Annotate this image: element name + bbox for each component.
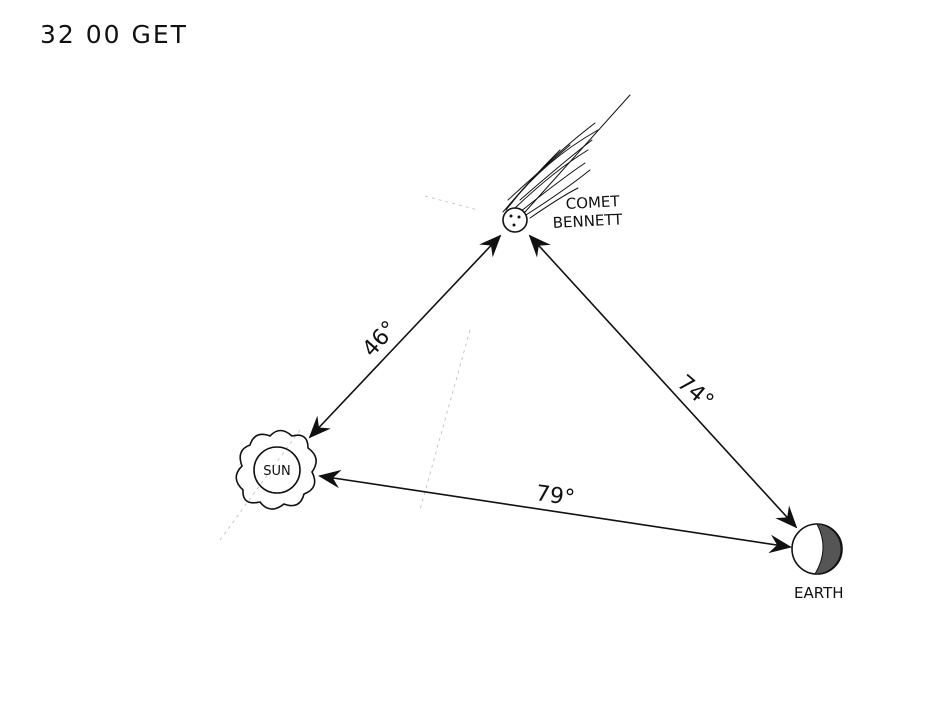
angle-label-comet-earth: 74° <box>672 370 718 414</box>
sun-earth-line <box>318 469 792 554</box>
comet-earth-line <box>528 234 798 529</box>
comet-tail <box>502 94 631 219</box>
sun-label: SUN <box>263 464 291 479</box>
diagram-title: 32 00 GET <box>40 20 188 49</box>
sun-disc <box>253 446 301 494</box>
angle-label-comet-sun: 46° <box>358 316 403 362</box>
angle-label-sun-earth: 79° <box>534 481 576 511</box>
comet-sun-line <box>308 234 502 439</box>
earth-label: EARTH <box>794 584 844 602</box>
earth: EARTH <box>791 523 844 602</box>
sun: SUN <box>235 429 317 510</box>
comet-label-line2: BENNETT <box>552 210 623 232</box>
earth-shadow <box>814 523 842 575</box>
sun-corona <box>235 429 317 510</box>
construction-lines <box>219 195 479 541</box>
comet-bennett: COMET BENNETT <box>502 94 631 233</box>
comet-label-line1: COMET <box>565 192 621 213</box>
comet-head <box>502 207 528 233</box>
